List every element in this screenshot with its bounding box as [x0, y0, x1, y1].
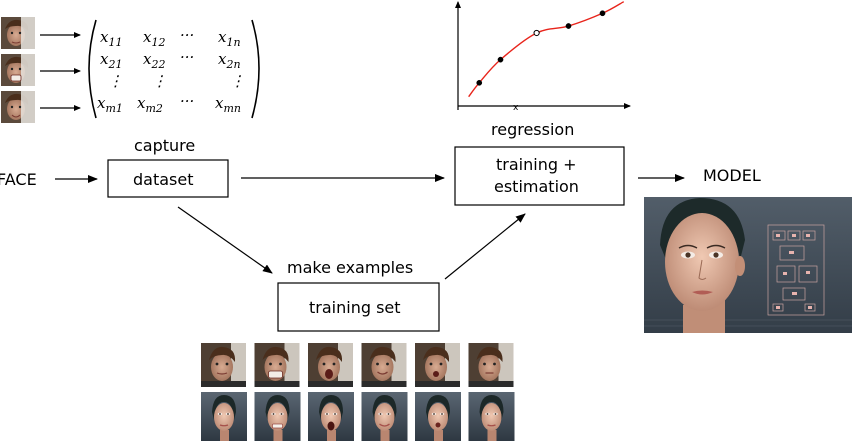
matrix-cell-1-dots: ··· [180, 26, 194, 44]
training-avatar-thumbnail [415, 392, 461, 441]
input-face-thumbnails [1, 17, 35, 123]
model-rig-controls [767, 224, 825, 316]
matrix-cell-1-2: x12 [143, 28, 165, 49]
regression-point [565, 23, 572, 29]
input-face-3 [1, 91, 35, 123]
training-estimation-line2: estimation [494, 177, 579, 196]
training-avatar-thumbnail [361, 392, 408, 441]
matrix-cell-1-n: x1n [218, 28, 241, 49]
dataset-label: dataset [133, 170, 194, 189]
model-mouth [692, 290, 713, 295]
matrix-cell-2-dots: ··· [180, 48, 194, 66]
matrix-left-paren [88, 19, 97, 119]
matrix-cell-m-n: xmn [215, 94, 241, 115]
model-label: MODEL [703, 166, 761, 185]
input-face-1 [1, 17, 35, 49]
training-avatar-row [201, 392, 515, 441]
training-face-thumbnail [361, 343, 407, 387]
regression-point [497, 56, 504, 63]
training-estimation-line1: training + [496, 155, 576, 174]
matrix-cell-m-1: xm1 [97, 94, 123, 115]
trainingset-to-training-arrow [444, 213, 526, 280]
training-avatar-thumbnail [254, 392, 301, 441]
model-hair [660, 198, 745, 262]
input-face-2 [1, 54, 35, 86]
training-estimation-box: training + estimation [454, 146, 625, 206]
face-label: FACE [0, 170, 37, 189]
training-face-thumbnail [308, 343, 353, 387]
training-avatar-thumbnail [308, 392, 354, 441]
regression-point-hollow [533, 29, 540, 37]
regression-plot: x [455, 1, 631, 113]
matrix-cell-1-1: x11 [100, 28, 122, 49]
regression-point [599, 10, 606, 17]
dataset-box: dataset [107, 159, 229, 198]
dataset-to-trainingset-arrow [177, 206, 273, 274]
regression-point [476, 79, 483, 86]
regression-label: regression [491, 120, 574, 139]
capture-label: capture [134, 136, 195, 155]
matrix-cell-m-dots: ··· [180, 92, 194, 110]
x-axis-cross-marker: x [513, 103, 519, 113]
training-face-thumbnail [201, 343, 246, 387]
training-set-label: training set [309, 298, 401, 317]
training-avatar-thumbnail [201, 392, 247, 441]
face-to-matrix-arrows [40, 32, 81, 111]
data-matrix: x11 x12 ··· x1n x21 x22 ··· x2n ⋮ ⋮ ⋮ xm… [88, 19, 260, 119]
matrix-vdots-3: ⋮ [230, 72, 245, 90]
training-set-box: training set [277, 282, 440, 332]
matrix-vdots-2: ⋮ [152, 72, 167, 90]
model-eyes [678, 244, 726, 259]
matrix-cell-2-2: x22 [143, 50, 165, 71]
training-face-thumbnail [468, 343, 514, 387]
matrix-cell-2-n: x2n [218, 50, 241, 71]
matrix-cell-m-2: xm2 [137, 94, 163, 115]
training-face-thumbnail [254, 343, 300, 387]
model-rig-handles [776, 234, 812, 309]
training-avatar-thumbnail [468, 392, 515, 441]
model-render-image [644, 197, 852, 333]
matrix-vdots-1: ⋮ [108, 72, 123, 90]
model-nose [698, 259, 707, 280]
training-face-thumbnail [415, 343, 460, 387]
regression-points [476, 10, 606, 86]
make-examples-label: make examples [287, 258, 413, 277]
model-grid-floor [644, 319, 852, 327]
matrix-right-paren [251, 19, 260, 119]
training-face-row [201, 343, 514, 387]
matrix-cell-2-1: x21 [100, 50, 122, 71]
regression-curve [468, 1, 625, 98]
